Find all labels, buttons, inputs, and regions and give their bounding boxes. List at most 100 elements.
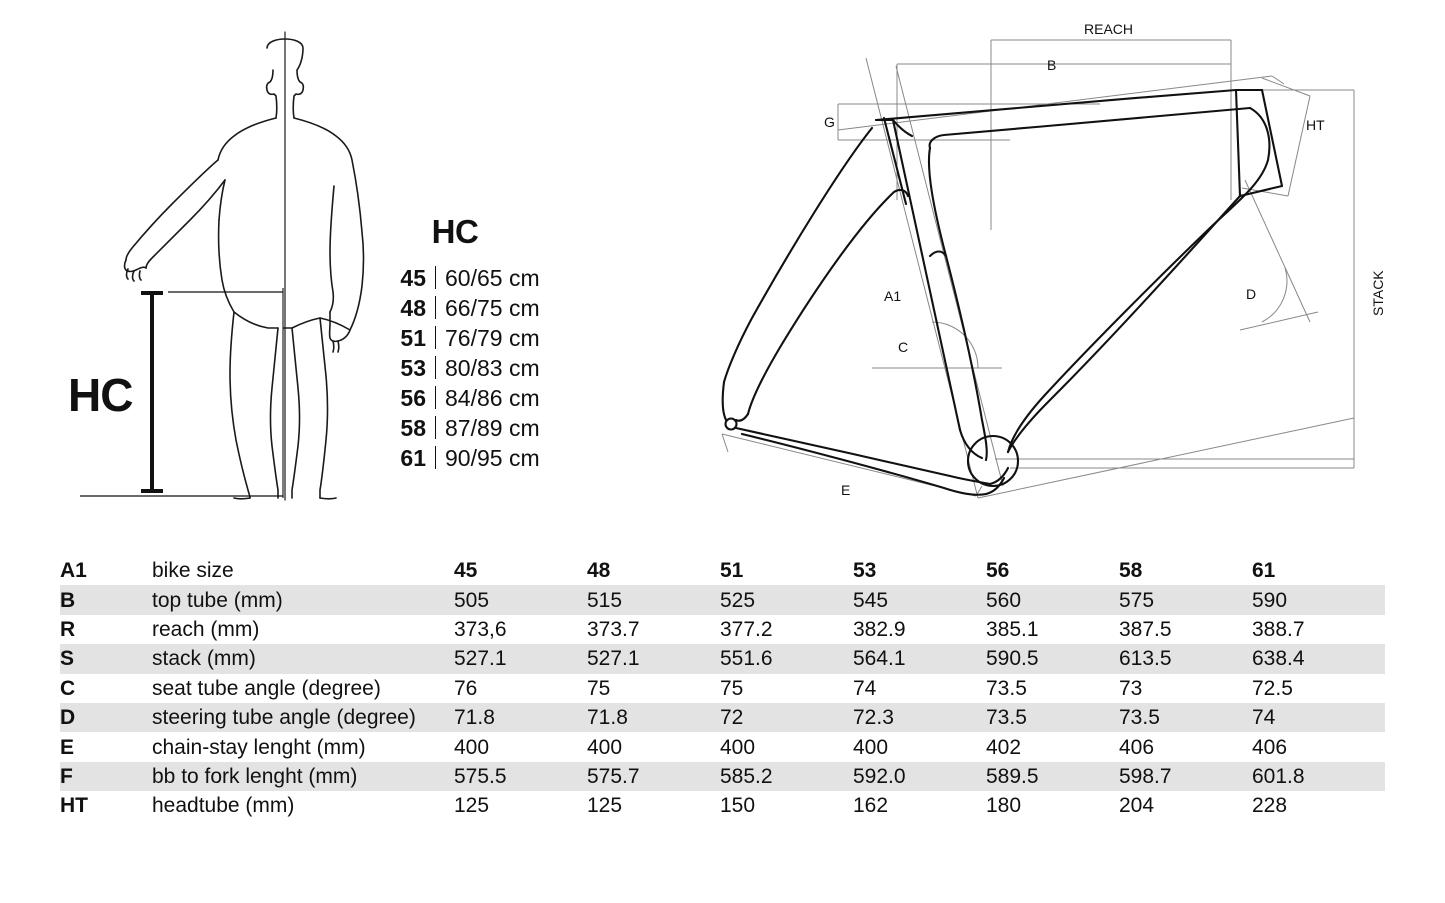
label-b: B (1047, 57, 1057, 73)
cell-51: 585.2 (720, 764, 773, 788)
cell-45: 373,6 (454, 617, 507, 641)
row-description: reach (mm) (152, 617, 260, 641)
row-description: steering tube angle (degree) (152, 706, 416, 730)
cell-53: 592.0 (853, 764, 906, 788)
cell-61: 74 (1252, 706, 1276, 730)
label-stack: STACK (1370, 270, 1386, 316)
cell-45: 76 (454, 676, 478, 700)
cell-48: 48 (587, 559, 611, 583)
hc-size-range: 76/79 cm (445, 325, 540, 351)
cell-56: 56 (986, 559, 1010, 583)
hc-size-number: 56 (400, 385, 426, 411)
row-description: bike size (152, 559, 234, 583)
cell-58: 613.5 (1119, 647, 1172, 671)
cell-56: 402 (986, 735, 1022, 759)
row-code: A1 (60, 559, 87, 583)
cell-45: 71.8 (454, 706, 495, 730)
cell-48: 515 (587, 588, 623, 612)
cell-61: 61 (1252, 559, 1276, 583)
cell-45: 125 (454, 794, 490, 818)
cell-51: 525 (720, 588, 756, 612)
hc-measure-arrow (141, 291, 163, 493)
cell-61: 228 (1252, 794, 1288, 818)
cell-58: 204 (1119, 794, 1155, 818)
cell-53: 382.9 (853, 617, 906, 641)
cell-61: 388.7 (1252, 617, 1305, 641)
cell-45: 505 (454, 588, 490, 612)
hc-size-range: 90/95 cm (445, 445, 540, 471)
hc-size-number: 48 (400, 295, 426, 321)
cell-48: 400 (587, 735, 623, 759)
label-c: C (898, 339, 909, 355)
label-d: D (1246, 286, 1257, 302)
hc-size-range: 80/83 cm (445, 355, 540, 381)
label-ht: HT (1306, 117, 1325, 133)
hc-size-row: 51 76/79 cm (330, 323, 570, 353)
cell-51: 72 (720, 706, 744, 730)
hc-size-range: 84/86 cm (445, 385, 540, 411)
cell-53: 74 (853, 676, 877, 700)
cell-51: 51 (720, 559, 744, 583)
cell-51: 400 (720, 735, 756, 759)
cell-45: 45 (454, 559, 478, 583)
hc-size-number: 51 (400, 325, 426, 351)
row-code: S (60, 647, 75, 671)
hc-heading: HC (431, 213, 479, 250)
cell-48: 75 (587, 676, 611, 700)
row-description: seat tube angle (degree) (152, 676, 381, 700)
label-e: E (841, 482, 851, 498)
cell-53: 53 (853, 559, 877, 583)
row-code: C (60, 676, 76, 700)
hc-size-separator (435, 326, 436, 349)
cell-58: 598.7 (1119, 764, 1172, 788)
cell-61: 406 (1252, 735, 1288, 759)
cell-56: 560 (986, 588, 1022, 612)
cell-48: 125 (587, 794, 623, 818)
cell-48: 373.7 (587, 617, 640, 641)
cell-45: 400 (454, 735, 490, 759)
row-description: top tube (mm) (152, 588, 283, 612)
cell-61: 72.5 (1252, 676, 1293, 700)
row-description: bb to fork lenght (mm) (152, 764, 358, 788)
label-g: G (824, 114, 835, 130)
cell-61: 590 (1252, 588, 1288, 612)
cell-53: 564.1 (853, 647, 906, 671)
label-a1: A1 (884, 288, 902, 304)
cell-56: 73.5 (986, 676, 1027, 700)
hc-size-row: 53 80/83 cm (330, 353, 570, 383)
cell-53: 72.3 (853, 706, 894, 730)
cell-58: 73.5 (1119, 706, 1160, 730)
hc-size-number: 53 (400, 355, 426, 381)
cell-58: 406 (1119, 735, 1155, 759)
row-code: F (60, 764, 73, 788)
cell-45: 575.5 (454, 764, 507, 788)
label-reach: REACH (1084, 21, 1134, 37)
hc-size-range: 66/75 cm (445, 295, 540, 321)
cell-56: 589.5 (986, 764, 1039, 788)
cell-58: 387.5 (1119, 617, 1172, 641)
row-description: headtube (mm) (152, 794, 295, 818)
cell-58: 73 (1119, 676, 1143, 700)
cell-56: 590.5 (986, 647, 1039, 671)
cell-53: 400 (853, 735, 889, 759)
cell-56: 385.1 (986, 617, 1039, 641)
hc-size-range: 60/65 cm (445, 265, 540, 291)
cell-51: 150 (720, 794, 756, 818)
cell-51: 377.2 (720, 617, 773, 641)
row-code: D (60, 706, 76, 730)
